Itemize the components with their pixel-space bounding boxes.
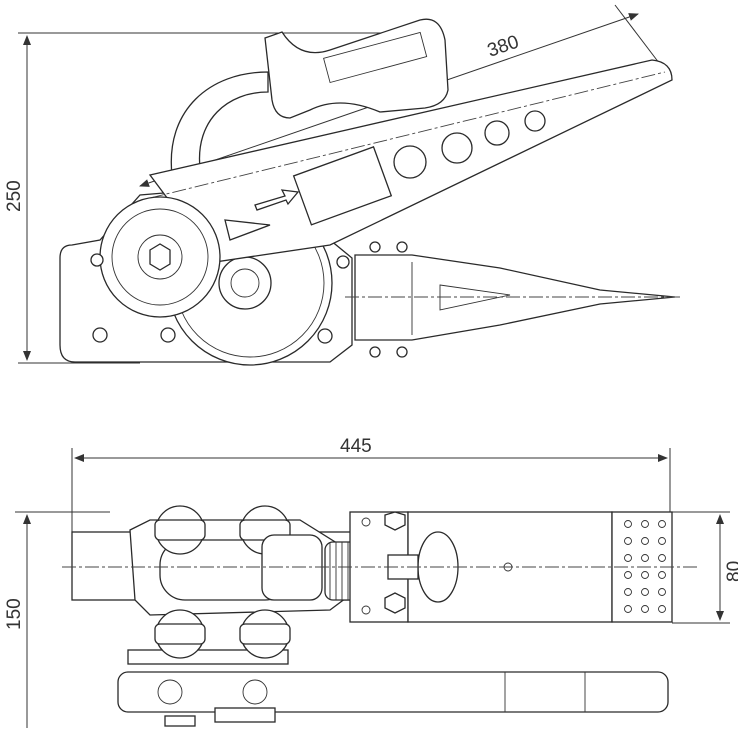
- tension-spike: [354, 254, 676, 341]
- hook: [170, 71, 269, 176]
- handle-bar: [117, 671, 669, 713]
- dimension-label-380: 380: [485, 32, 522, 62]
- dimension-label-80: 80: [724, 561, 738, 582]
- arrow-left-icon: [224, 219, 271, 241]
- arrow-right-icon: [254, 189, 300, 211]
- perforation-holes: [624, 520, 666, 613]
- arm-holes: [393, 110, 546, 179]
- handle-grip: [264, 18, 449, 119]
- dimension-height-150: 150: [4, 511, 110, 728]
- dimension-label-445: 445: [340, 436, 372, 457]
- side-view: 250 380: [4, 4, 680, 366]
- dimension-label-150: 150: [4, 598, 25, 630]
- dimension-length-445: 445: [71, 436, 671, 540]
- dimension-width-80: 80: [672, 511, 738, 624]
- rollers: [154, 505, 291, 659]
- top-view: 445 150 80: [4, 436, 738, 728]
- bolts: [90, 241, 408, 358]
- dimension-label-250: 250: [4, 180, 25, 212]
- grip-ribs: [323, 31, 428, 84]
- hex-nut: [149, 243, 171, 271]
